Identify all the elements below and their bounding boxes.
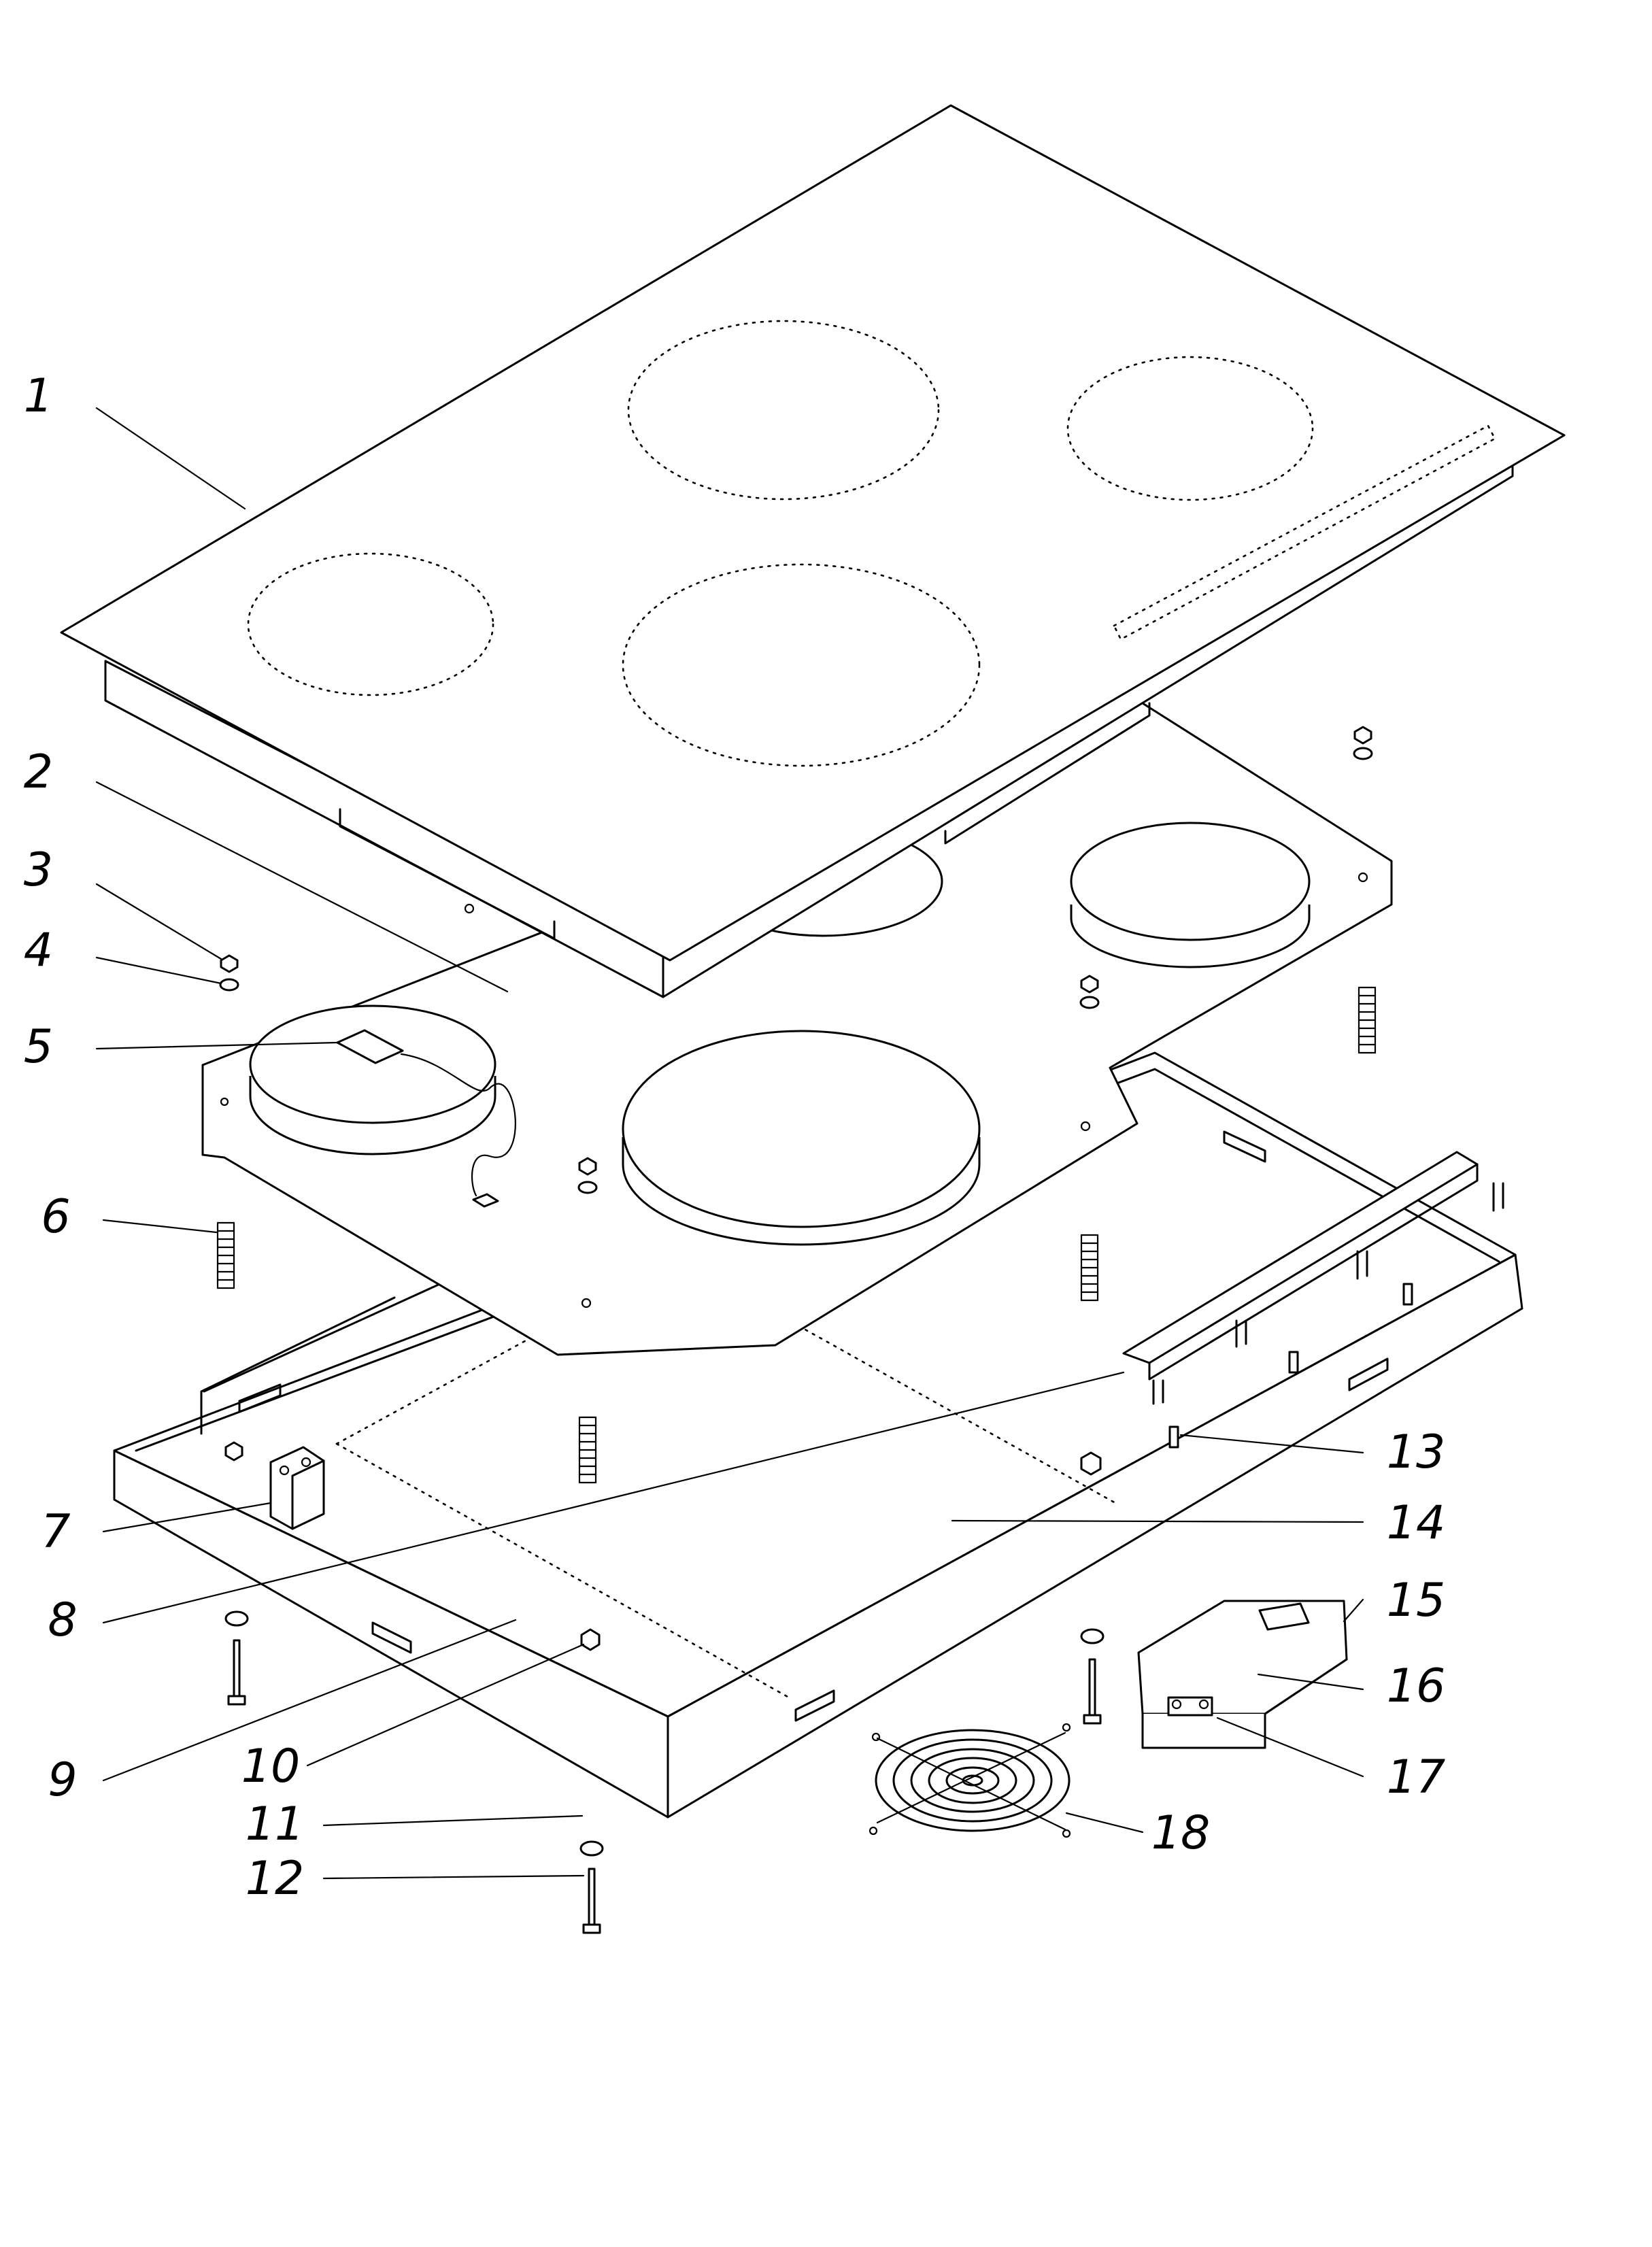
callout-2: 2 xyxy=(24,745,53,799)
leader-1 xyxy=(95,407,246,510)
spring-right xyxy=(1358,986,1377,1054)
leader-18 xyxy=(1065,1812,1144,1834)
callout-13: 13 xyxy=(1387,1425,1446,1479)
callout-labels: 1 2 3 4 5 6 7 8 9 10 11 12 13 14 15 16 1… xyxy=(24,369,1446,1906)
leader-10 xyxy=(306,1643,585,1767)
support-plate xyxy=(201,698,1393,1356)
callout-8: 8 xyxy=(48,1593,77,1647)
standoff-pins xyxy=(1168,1283,1413,1449)
leader-14 xyxy=(951,1519,1364,1523)
callout-12: 12 xyxy=(246,1852,305,1906)
nut-washer-mid xyxy=(577,1157,598,1194)
control-bar xyxy=(1122,1151,1504,1405)
leader-lines xyxy=(95,407,1364,1880)
spring-centre-left xyxy=(578,1416,597,1484)
leader-16 xyxy=(1257,1673,1364,1691)
callout-9: 9 xyxy=(48,1753,77,1807)
callout-14: 14 xyxy=(1387,1496,1446,1550)
callout-4: 4 xyxy=(24,924,53,977)
glass-top xyxy=(60,104,1566,998)
base-tray xyxy=(113,1051,1523,1819)
callout-10: 10 xyxy=(241,1740,301,1793)
callout-11: 11 xyxy=(246,1797,305,1851)
callout-1: 1 xyxy=(24,369,53,423)
foot-centre xyxy=(579,1840,604,1934)
nut-washer-rear xyxy=(1079,975,1100,1009)
fan-grille xyxy=(869,1723,1071,1838)
callout-3: 3 xyxy=(24,843,53,897)
spring-centre-right xyxy=(1080,1234,1099,1302)
leader-15 xyxy=(1343,1598,1364,1623)
leader-13 xyxy=(1179,1434,1364,1454)
foot-left xyxy=(224,1610,249,1706)
callout-18: 18 xyxy=(1151,1806,1211,1860)
leader-6 xyxy=(102,1219,218,1234)
foot-right xyxy=(1080,1628,1105,1725)
callout-5: 5 xyxy=(24,1020,53,1074)
leader-12 xyxy=(322,1874,585,1880)
leader-5 xyxy=(95,1041,339,1050)
nut-washer-left xyxy=(219,954,239,992)
callout-15: 15 xyxy=(1387,1574,1446,1627)
leader-11 xyxy=(322,1814,584,1827)
callout-6: 6 xyxy=(41,1190,70,1244)
callout-7: 7 xyxy=(41,1505,70,1559)
leader-4 xyxy=(95,956,222,985)
cable-clamp xyxy=(269,1446,325,1530)
electronic-box xyxy=(1137,1600,1348,1749)
leader-8 xyxy=(102,1371,1125,1624)
leader-2 xyxy=(95,781,509,993)
spring-left xyxy=(216,1221,235,1289)
leader-9 xyxy=(102,1619,517,1782)
leader-3 xyxy=(95,883,222,960)
callout-16: 16 xyxy=(1387,1659,1446,1713)
callout-17: 17 xyxy=(1387,1751,1446,1804)
leader-7 xyxy=(102,1502,272,1533)
leader-17 xyxy=(1216,1717,1364,1778)
nut-washer-far xyxy=(1353,726,1373,760)
